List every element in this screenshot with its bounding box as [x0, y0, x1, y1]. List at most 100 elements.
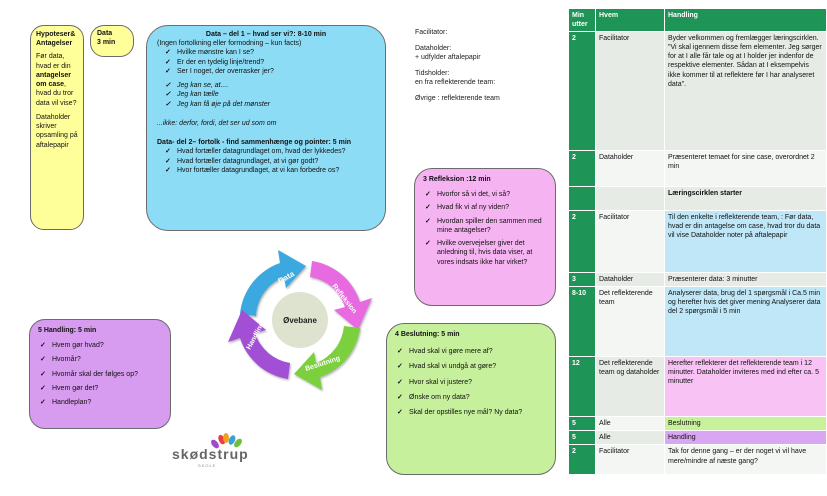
row-who — [595, 186, 665, 212]
row-action: Præsenterer data: 3 minutter — [664, 272, 827, 288]
reflexion-question: Hvordan spiller den sammen med mine anta… — [423, 217, 547, 235]
row-who: Dataholder — [595, 272, 665, 288]
hypotheses-note: Dataholder skriver opsamling på aftalepa… — [36, 113, 78, 149]
role-dataholder: Dataholder: + udfylder aftalepapir — [415, 45, 481, 62]
reflexion-title: 3 Refleksion :12 min — [423, 176, 491, 183]
row-minutes — [568, 186, 596, 212]
table-row: 2 Facilitator Til den enkelte i reflekte… — [568, 210, 827, 274]
data-box: Data – del 1 – hvad ser vi?: 8-10 min (I… — [146, 25, 386, 231]
row-action: Læringscirklen starter — [664, 186, 827, 212]
row-minutes: 2 — [568, 210, 596, 274]
roles-info: Facilitator: Dataholder: + udfylder afta… — [415, 28, 555, 111]
row-who: Alle — [595, 416, 665, 432]
row-who: Facilitator — [595, 31, 665, 152]
handling-question: Hvem gør det? — [38, 384, 162, 393]
beslutning-box: 4 Beslutning: 5 min Hvad skal vi gøre me… — [386, 323, 556, 475]
handling-question: Hvornår skal der følges op? — [38, 370, 162, 379]
data-question: Ser I noget, der overrasker jer? — [163, 67, 375, 76]
data-part2-question: Hvor fortæller datagrundlaget, at vi kan… — [163, 166, 375, 175]
row-who: Facilitator — [595, 444, 665, 476]
row-minutes: 12 — [568, 356, 596, 418]
cycle-center-circle — [272, 292, 328, 348]
school-logo-subtitle: SKOLE — [198, 463, 217, 468]
handling-box: 5 Handling: 5 min Hvem gør hvad? Hvornår… — [29, 319, 171, 429]
handling-question: Handleplan? — [38, 398, 162, 407]
reflexion-question: Hvad fik vi af ny viden? — [423, 203, 547, 212]
data-subtitle: (Ingen fortolkning eller formodning – ku… — [157, 40, 302, 48]
data-part2-question: Hvad fortæller datagrundlaget, at vi gør… — [163, 157, 375, 166]
school-logo-graphic — [211, 433, 242, 449]
cycle-arrow-handling — [228, 310, 290, 379]
row-who: Det reflekterende team — [595, 286, 665, 358]
beslutning-question: Hvor skal vi justere? — [395, 378, 547, 387]
agenda-table: Min utter Hvem Handling 2 Facilitator By… — [568, 7, 827, 476]
beslutning-title: 4 Beslutning: 5 min — [395, 331, 460, 338]
row-minutes: 3 — [568, 272, 596, 288]
row-action: Tak for denne gang – er der noget vi vil… — [664, 444, 827, 476]
data-part2-question: Hvad fortæller datagrundlaget om, hvad d… — [163, 147, 375, 156]
table-row: 5 Alle Handling — [568, 430, 827, 446]
header-who: Hvem — [595, 7, 665, 33]
school-logo-name: skødstrup — [172, 446, 249, 462]
row-action: Til den enkelte i reflekterende team, : … — [664, 210, 827, 274]
table-row: 8-10 Det reflekterende team Analyserer d… — [568, 286, 827, 358]
table-row: 2 Facilitator Tak for denne gang – er de… — [568, 444, 827, 476]
table-row: 2 Facilitator Byder velkommen og fremlæg… — [568, 31, 827, 152]
row-minutes: 5 — [568, 416, 596, 432]
row-who: Dataholder — [595, 150, 665, 188]
row-action: Byder velkommen og fremlægger læringscir… — [664, 31, 827, 152]
table-header-row: Min utter Hvem Handling — [568, 7, 827, 33]
role-ovrige: Øvrige : reflekterende team — [415, 95, 500, 103]
data-time-value: 3 min — [97, 39, 116, 47]
row-action: Analyserer data, brug del 1 spørgsmål i … — [664, 286, 827, 358]
row-action: Beslutning — [664, 416, 827, 432]
beslutning-question: Hvad skal vi gøre mere af? — [395, 347, 547, 356]
cycle-arrow-data — [240, 250, 306, 316]
header-action: Handling — [664, 7, 827, 33]
data-sentence-starter: Jeg kan tælle — [163, 90, 375, 99]
data-time-box: Data 3 min — [90, 25, 134, 57]
row-minutes: 2 — [568, 444, 596, 476]
data-title: Data – del 1 – hvad ser vi?: 8-10 min — [205, 31, 327, 38]
beslutning-question: Ønske om ny data? — [395, 393, 547, 402]
data-part2-title: Data- del 2– fortolk - find sammenhænge … — [157, 139, 352, 147]
learning-cycle-diagram: Data Refleksion Beslutning Handling Øveb… — [228, 250, 372, 390]
row-action: Præsenteret temaet for sine case, overor… — [664, 150, 827, 188]
role-tidsholder: Tidsholder:en fra reflekterende team: — [415, 70, 496, 87]
cycle-arrow-refleksion — [310, 261, 372, 330]
hypotheses-title: Hypoteser& Antagelser — [36, 31, 76, 48]
row-minutes: 8-10 — [568, 286, 596, 358]
handling-question: Hvem gør hvad? — [38, 341, 162, 350]
table-row: Læringscirklen starter — [568, 186, 827, 212]
handling-question: Hvornår? — [38, 355, 162, 364]
role-facilitator: Facilitator: — [415, 29, 448, 36]
row-minutes: 2 — [568, 150, 596, 188]
data-question: Hvilke mønstre kan I se? — [163, 48, 375, 57]
row-action: Handling — [664, 430, 827, 446]
data-question: Er der en tydelig linje/trend? — [163, 58, 375, 67]
cycle-center-label: Øvebane — [283, 316, 317, 325]
table-row: 2 Dataholder Præsenteret temaet for sine… — [568, 150, 827, 188]
data-avoid-note: ...ikke: derfor, fordi, det ser ud som o… — [157, 119, 277, 127]
header-minutes: Min utter — [568, 7, 596, 33]
cycle-arrow-beslutning — [294, 326, 360, 390]
row-minutes: 2 — [568, 31, 596, 152]
data-sentence-starter: Jeg kan få øje på det mønster — [163, 100, 375, 109]
hypotheses-box: Hypoteser& Antagelser Før data, hvad er … — [30, 25, 84, 230]
reflexion-box: 3 Refleksion :12 min Hvorfor så vi det, … — [414, 168, 556, 306]
row-who: Alle — [595, 430, 665, 446]
table-row: 3 Dataholder Præsenterer data: 3 minutte… — [568, 272, 827, 288]
hypotheses-question: Før data, hvad er din antagelser om case… — [36, 53, 77, 107]
row-action: Herefter reflekterer det reflekterende t… — [664, 356, 827, 418]
reflexion-question: Hvilke overvejelser giver det anledning … — [423, 239, 547, 267]
data-sentence-starter: Jeg kan se, at.... — [163, 81, 375, 90]
beslutning-question: Hvad skal vi undgå at gøre? — [395, 362, 547, 371]
beslutning-question: Skal der opstilles nye mål? Ny data? — [395, 408, 547, 417]
row-minutes: 5 — [568, 430, 596, 446]
table-row: 5 Alle Beslutning — [568, 416, 827, 432]
table-row: 12 Det reflekterende team og dataholder … — [568, 356, 827, 418]
row-who: Det reflekterende team og dataholder — [595, 356, 665, 418]
row-who: Facilitator — [595, 210, 665, 274]
data-time-label: Data — [97, 30, 113, 37]
reflexion-question: Hvorfor så vi det, vi så? — [423, 190, 547, 199]
